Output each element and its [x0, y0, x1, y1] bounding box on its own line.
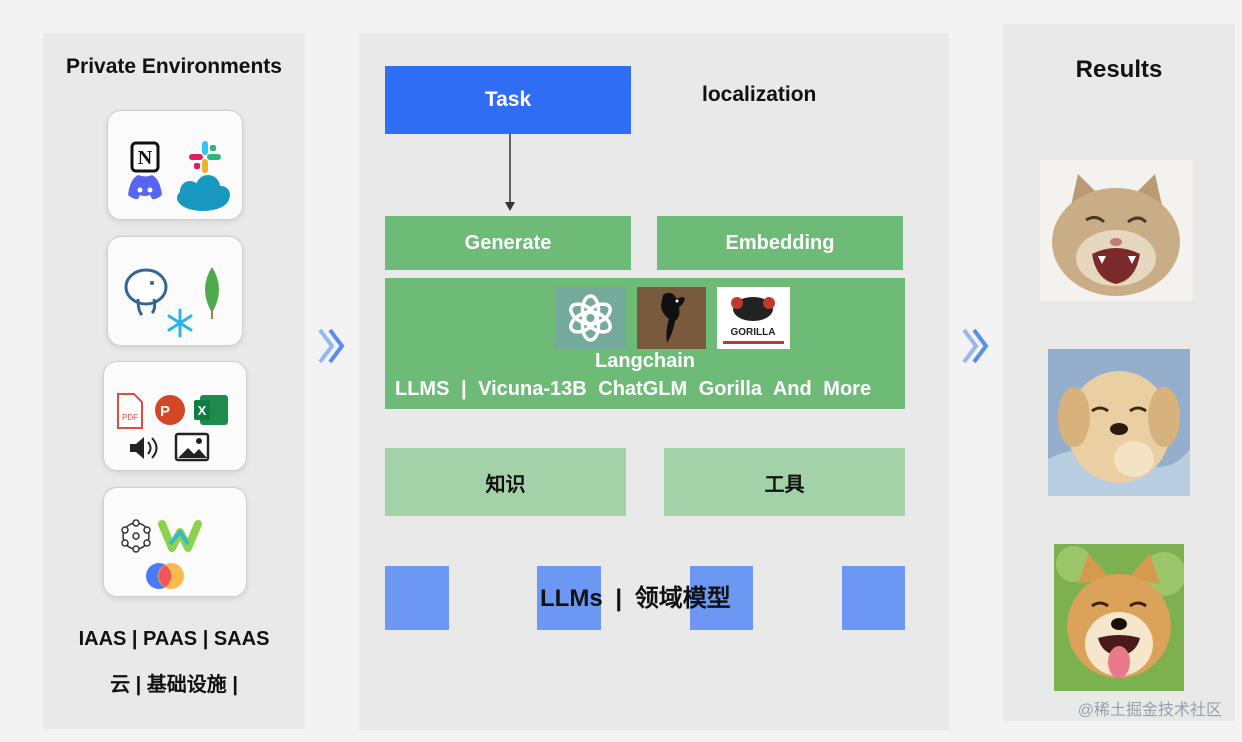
- task-to-generate-arrow: [505, 134, 515, 211]
- circles-logo-icon: [146, 563, 184, 589]
- powerpoint-icon: P: [155, 395, 185, 425]
- image-icon: [174, 432, 210, 462]
- openai-logo: [555, 287, 626, 349]
- mongodb-icon: [205, 267, 219, 319]
- infrastructure-label: 云 | 基础设施 |: [110, 674, 238, 696]
- gorilla-icon: GORILLA: [723, 297, 784, 344]
- files-card: PDF P X: [103, 361, 247, 471]
- task-box: Task: [385, 66, 631, 134]
- tools-box: 工具: [664, 448, 905, 516]
- audio-icon: [130, 437, 158, 459]
- notion-icon: N: [130, 141, 160, 173]
- model-square-4: [842, 566, 905, 630]
- network-icon: [121, 519, 151, 553]
- model-square-3: [690, 566, 753, 630]
- gorilla-logo: GORILLA: [717, 287, 790, 349]
- svg-text:X: X: [198, 403, 207, 418]
- double-chevron-right-icon: [962, 328, 989, 364]
- langchain-label: Langchain: [594, 350, 695, 372]
- svg-text:P: P: [160, 403, 170, 420]
- excel-icon: X: [194, 395, 228, 425]
- watermark-text: @稀土掘金技术社区: [1077, 702, 1222, 719]
- apps-card: N: [107, 110, 243, 220]
- private-environments-title: Private Environments: [66, 55, 282, 78]
- laughing-cat-photo: [1040, 160, 1193, 301]
- vicuna-icon: [661, 292, 685, 343]
- slack-icon: [189, 141, 221, 173]
- results-title: Results: [1075, 56, 1163, 83]
- svg-text:PDF: PDF: [122, 413, 138, 422]
- platforms-card: [103, 487, 247, 597]
- snowflake-icon: [167, 308, 193, 338]
- openai-icon: [569, 294, 612, 342]
- svg-text:N: N: [138, 147, 153, 169]
- localization-label: localization: [702, 83, 817, 106]
- laughing-puppy-photo: [1048, 349, 1190, 496]
- embedding-box: Embedding: [657, 216, 903, 270]
- model-square-2: [537, 566, 601, 630]
- discord-icon: [128, 175, 162, 200]
- domain-models-label: LLMs | 领域模型: [540, 585, 731, 612]
- file-icons: PDF P X: [117, 393, 228, 462]
- postgresql-icon: [124, 268, 168, 317]
- double-chevron-right-icon: [318, 328, 345, 364]
- database-icons: [124, 267, 219, 338]
- gorilla-logo-text: GORILLA: [731, 327, 776, 338]
- laughing-shiba-photo: [1054, 544, 1184, 691]
- salesforce-icon: [177, 175, 230, 211]
- llms-list-label: LLMS | Vicuna-13B ChatGLM Gorilla And Mo…: [395, 378, 872, 400]
- apps-icons: N: [128, 141, 230, 211]
- w-logo-icon: [158, 520, 202, 552]
- model-square-1: [385, 566, 449, 630]
- vicuna-logo: [637, 287, 706, 349]
- flow-arrow-left: [318, 326, 348, 366]
- databases-card: [107, 236, 243, 346]
- cloud-layers-label: IAAS | PAAS | SAAS: [78, 628, 270, 650]
- platform-icons: [121, 519, 202, 589]
- knowledge-box: 知识: [385, 448, 626, 516]
- flow-arrow-right: [962, 326, 992, 366]
- generate-box: Generate: [385, 216, 631, 270]
- pdf-file-icon: PDF: [117, 393, 143, 429]
